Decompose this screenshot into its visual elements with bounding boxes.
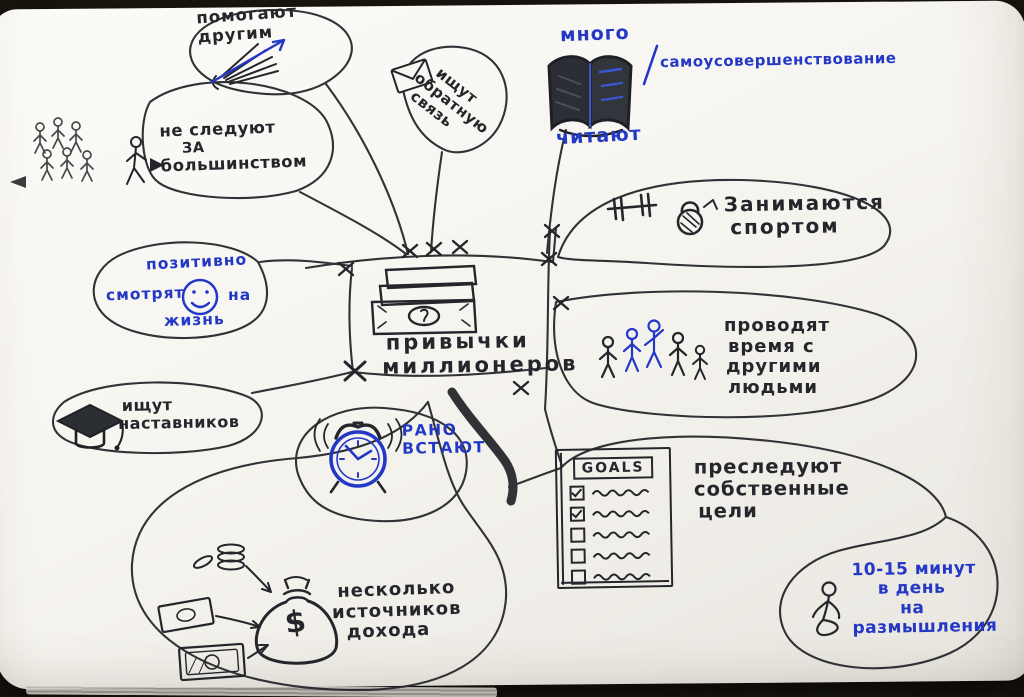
center-title: привычки миллионеров xyxy=(382,328,579,379)
node-daily-reflection: 10-15 минут в день на размышления xyxy=(851,558,998,639)
label-line: дохода xyxy=(346,618,431,643)
node-read-much: много xyxy=(559,21,631,47)
branch-strokes xyxy=(51,8,999,692)
checkbox-checked xyxy=(569,506,586,522)
banknote-small-icon xyxy=(157,596,215,634)
kettlebell-icon xyxy=(676,199,718,236)
checklist-row xyxy=(570,568,671,585)
label-line: читают xyxy=(555,122,643,150)
graduation-cap-icon xyxy=(55,403,125,451)
checklist-row xyxy=(569,505,670,522)
junction-x-marks xyxy=(337,223,570,396)
crowd-icon xyxy=(10,117,94,188)
smiley-icon xyxy=(181,278,219,316)
checkbox-empty xyxy=(570,527,586,543)
checklist-row xyxy=(569,484,669,501)
label-line: цели xyxy=(698,499,758,524)
label-line: в день xyxy=(877,578,946,600)
label-line: другими xyxy=(726,356,822,378)
node-time-with-people: проводят время с другими людьми xyxy=(724,315,830,398)
node-do-sports: Занимаются спортом xyxy=(723,189,886,240)
slash-mark xyxy=(642,44,659,86)
envelope-icon xyxy=(390,58,434,94)
label-line: проводят xyxy=(724,315,830,336)
label-line: смотрят xyxy=(105,283,185,305)
helping-hands-icon xyxy=(210,38,286,90)
label-line: время с xyxy=(728,335,815,357)
checklist-row xyxy=(570,526,670,543)
label-line: жизнь xyxy=(163,309,226,331)
thinker-icon xyxy=(811,581,841,637)
banknote-large-icon xyxy=(177,642,247,682)
checkbox-empty xyxy=(570,548,586,564)
node-seek-mentors: ищут наставников xyxy=(118,395,240,434)
alarm-clock-icon xyxy=(313,418,403,494)
node-positive-word-4: жизнь xyxy=(163,309,226,331)
label-line: миллионеров xyxy=(381,351,579,379)
checkbox-checked xyxy=(569,485,585,501)
book-icon xyxy=(547,55,633,138)
checklist-row xyxy=(570,547,671,564)
goals-title: GOALS xyxy=(581,459,645,477)
node-income-sources: несколько источников дохода xyxy=(331,577,463,644)
scribble-line xyxy=(592,509,650,518)
label-line: наставников xyxy=(117,412,240,434)
label-line: Занимаются xyxy=(723,189,886,217)
label-line: преследуют xyxy=(693,454,843,479)
node-positive-word-3: на xyxy=(228,286,252,305)
walker-icon xyxy=(126,136,164,185)
money-stack-icon xyxy=(370,264,478,336)
scribble-line xyxy=(591,488,650,497)
goals-checklist: GOALS xyxy=(554,446,674,590)
node-own-goals: преследуют собственные цели xyxy=(693,454,850,524)
coins-icon xyxy=(192,543,245,571)
scribble-line xyxy=(593,572,651,581)
label-line: на xyxy=(228,286,252,304)
scribble-line xyxy=(592,530,651,539)
node-read-verb: читают xyxy=(555,122,643,150)
money-arrows xyxy=(215,565,272,659)
scribble-line xyxy=(592,551,651,560)
dumbbell-icon xyxy=(606,192,658,222)
label-line: спортом xyxy=(729,213,840,240)
label-line: собственные xyxy=(693,476,850,501)
node-early-rise: РАНО ВСТАЮТ xyxy=(402,421,486,458)
node-help-others: помогают другим xyxy=(196,2,299,48)
label-line: размышления xyxy=(852,615,998,639)
label-line: ВСТАЮТ xyxy=(401,437,486,458)
node-not-follow-majority: не следуют ЗА большинством xyxy=(159,117,307,176)
label-line: людьми xyxy=(728,376,818,398)
label-line: много xyxy=(559,21,631,47)
label-line: 10-15 минут xyxy=(851,558,976,581)
goals-title-box: GOALS xyxy=(572,456,654,480)
people-group-icon xyxy=(598,319,708,380)
checkbox-empty xyxy=(570,569,587,585)
node-positive-word-2: смотрят xyxy=(105,283,185,305)
